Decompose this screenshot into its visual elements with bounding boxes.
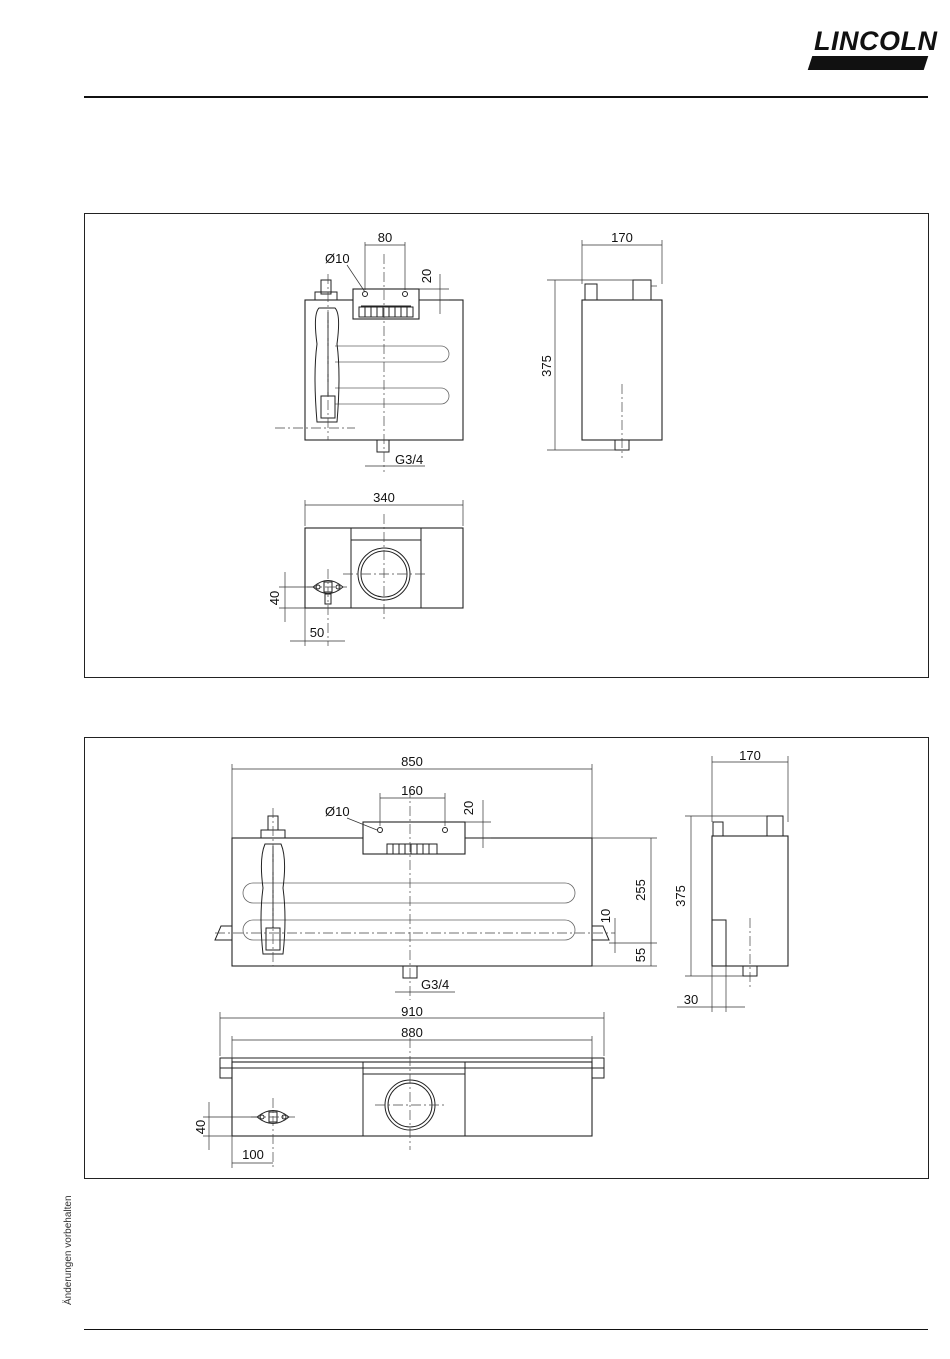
dim-large-overall-width: 910 xyxy=(401,1004,423,1019)
dim-large-length: 850 xyxy=(401,754,423,769)
dim-small-gauge-offset-y: 40 xyxy=(267,591,282,605)
brand-bar xyxy=(808,56,929,70)
header-rule xyxy=(84,96,928,98)
side-note: Änderungen vorbehalten xyxy=(63,1195,74,1305)
dim-large-flange-width: 160 xyxy=(401,783,423,798)
dim-small-outlet-thread: G3/4 xyxy=(395,452,423,467)
footer-rule xyxy=(84,1329,928,1330)
large-front-body xyxy=(232,838,592,966)
dim-small-height: 375 xyxy=(539,355,554,377)
dim-large-bracket-span: 880 xyxy=(401,1025,423,1040)
dim-large-flange-height: 20 xyxy=(461,801,476,815)
dim-large-height: 375 xyxy=(673,885,688,907)
dim-large-gauge-offset-y: 40 xyxy=(193,1120,208,1134)
small-tank-drawing: 80 Ø10 20 G3/4 170 375 340 40 50 xyxy=(85,214,928,677)
dim-large-gauge-offset-x: 100 xyxy=(242,1147,264,1162)
brand-logo: LINCOLN xyxy=(806,28,930,74)
drawing-frame-large: 850 160 Ø10 20 255 55 10 G3/4 170 375 30 xyxy=(84,737,929,1179)
dim-small-gauge-offset-x: 50 xyxy=(310,625,324,640)
large-plan-body xyxy=(232,1062,592,1136)
large-side-body xyxy=(712,836,788,966)
dim-large-bracket-height: 55 xyxy=(633,948,648,962)
large-tank-drawing: 850 160 Ø10 20 255 55 10 G3/4 170 375 30 xyxy=(85,738,928,1178)
dim-small-length: 340 xyxy=(373,490,395,505)
dim-large-depth: 170 xyxy=(739,748,761,763)
dim-small-flange-width: 80 xyxy=(378,230,392,245)
brand-name: LINCOLN xyxy=(814,26,937,57)
dim-large-foot-offset: 30 xyxy=(684,992,698,1007)
dim-large-outlet-thread: G3/4 xyxy=(421,977,449,992)
small-side-body xyxy=(582,300,662,440)
dim-small-depth: 170 xyxy=(611,230,633,245)
dim-large-bore: Ø10 xyxy=(325,804,350,819)
dim-large-level-height: 255 xyxy=(633,879,648,901)
drawing-frame-small: 80 Ø10 20 G3/4 170 375 340 40 50 xyxy=(84,213,929,678)
dim-small-bore: Ø10 xyxy=(325,251,350,266)
dim-large-bracket-offset: 10 xyxy=(598,909,613,923)
dim-small-flange-height: 20 xyxy=(419,269,434,283)
